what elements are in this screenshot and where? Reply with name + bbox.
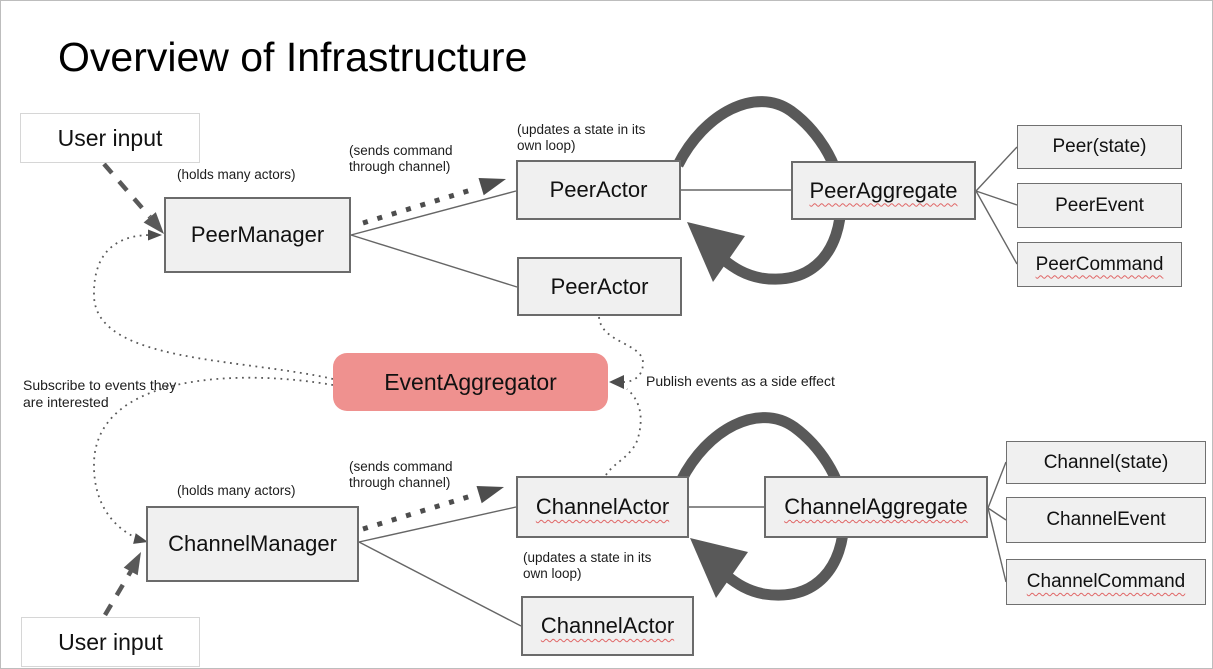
node-label: ChannelManager — [168, 531, 337, 556]
node-channel-manager[interactable]: ChannelManager — [146, 506, 359, 582]
annotation-updates-state-top[interactable]: (updates a state in its own loop) — [517, 122, 646, 154]
node-user-input-bottom[interactable]: User input — [21, 617, 200, 667]
node-peer-actor-2[interactable]: PeerActor — [517, 257, 682, 316]
annotation-holds-many-actors-bottom[interactable]: (holds many actors) — [177, 483, 296, 498]
node-channel-command[interactable]: ChannelCommand — [1006, 559, 1206, 605]
page-title: Overview of Infrastructure — [58, 34, 528, 80]
annotation-holds-many-actors-top[interactable]: (holds many actors) — [177, 167, 296, 182]
node-peer-command[interactable]: PeerCommand — [1017, 242, 1182, 287]
node-label: ChannelAggregate — [784, 494, 968, 519]
node-channel-actor-1[interactable]: ChannelActor — [516, 476, 689, 538]
annotation-updates-state-bottom[interactable]: (updates a state in its own loop) — [523, 550, 652, 582]
node-channel-actor-2[interactable]: ChannelActor — [521, 596, 694, 656]
node-label: User input — [58, 628, 163, 655]
node-label: ChannelEvent — [1046, 509, 1166, 530]
node-peer-aggregate[interactable]: PeerAggregate — [791, 161, 976, 220]
node-label: User input — [57, 124, 163, 151]
node-label: ChannelCommand — [1026, 571, 1186, 592]
node-peer-actor-1[interactable]: PeerActor — [516, 160, 681, 220]
annotation-publish-note[interactable]: Publish events as a side effect — [646, 373, 835, 389]
node-channel-event[interactable]: ChannelEvent — [1006, 497, 1206, 543]
node-label: PeerActor — [549, 177, 648, 202]
node-label: ChannelActor — [540, 613, 675, 638]
node-peer-manager[interactable]: PeerManager — [164, 197, 351, 273]
node-user-input-top[interactable]: User input — [20, 113, 200, 163]
node-label: PeerCommand — [1035, 253, 1164, 275]
node-label: Channel(state) — [1043, 451, 1169, 473]
annotation-sends-command-bottom[interactable]: (sends command through channel) — [349, 459, 453, 491]
node-label: PeerManager — [190, 222, 325, 247]
node-label: ChannelActor — [535, 494, 670, 519]
node-label: EventAggregator — [384, 368, 557, 395]
annotation-subscribe-note[interactable]: Subscribe to events they are interested — [23, 377, 177, 410]
node-channel-state[interactable]: Channel(state) — [1006, 441, 1206, 484]
node-label: Peer(state) — [1052, 136, 1147, 157]
node-peer-event[interactable]: PeerEvent — [1017, 183, 1182, 228]
annotation-sends-command-top[interactable]: (sends command through channel) — [349, 143, 453, 175]
node-label: PeerAggregate — [809, 177, 958, 203]
node-label: PeerEvent — [1055, 194, 1144, 216]
node-event-aggregator[interactable]: EventAggregator — [333, 353, 608, 411]
node-label: PeerActor — [550, 273, 649, 299]
node-channel-aggregate[interactable]: ChannelAggregate — [764, 476, 988, 538]
node-peer-state[interactable]: Peer(state) — [1017, 125, 1182, 169]
